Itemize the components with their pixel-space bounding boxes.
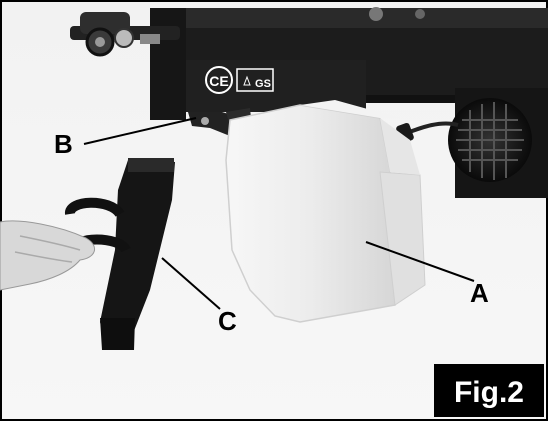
ce-mark: CE bbox=[205, 66, 233, 94]
motor-housing bbox=[389, 88, 548, 198]
hand bbox=[0, 220, 95, 291]
callout-label-b: B bbox=[54, 129, 73, 159]
top-handle-assembly bbox=[70, 12, 180, 57]
callout-line-a bbox=[365, 241, 475, 282]
figure-label-box bbox=[434, 364, 544, 417]
svg-text:GS: GS bbox=[255, 78, 271, 90]
white-cover-box bbox=[225, 100, 426, 323]
log-splitter-body bbox=[150, 8, 548, 120]
svg-text:CE: CE bbox=[209, 73, 228, 89]
callout-label-a: A bbox=[470, 278, 489, 308]
callout-line-b bbox=[83, 117, 197, 145]
callout-label-c: C bbox=[218, 306, 237, 336]
bolt-icon bbox=[369, 7, 383, 21]
bolt-icon bbox=[415, 9, 425, 19]
figure-label: Fig.2 bbox=[454, 376, 524, 409]
gs-mark: GS bbox=[236, 68, 274, 92]
callout-line-c bbox=[161, 257, 221, 310]
support-leg bbox=[65, 158, 175, 350]
